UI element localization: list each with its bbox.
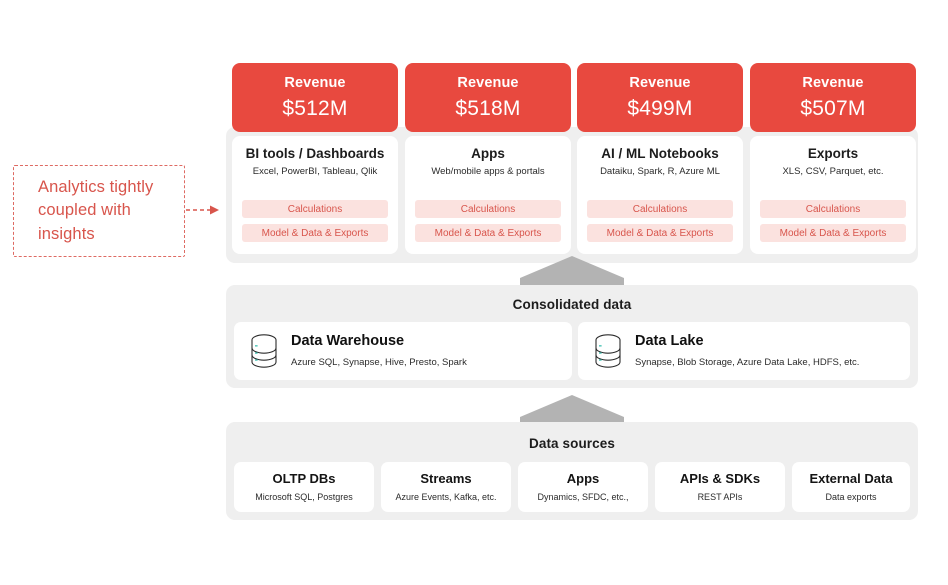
storage-card-data-lake[interactable]: Data Lake Synapse, Blob Storage, Azure D… [578,322,910,380]
consolidated-data-title: Consolidated data [512,297,632,312]
revenue-label: Revenue [629,75,691,92]
capability-pill-calculations[interactable]: Calculations [760,200,906,219]
annotation-callout: Analytics tightly coupled with insights [13,165,185,257]
revenue-label: Revenue [802,75,864,92]
source-card-subtitle: Dynamics, SFDC, etc., [537,491,629,502]
dashed-arrow-right-icon [186,205,219,215]
consumption-card-subtitle: Dataiku, Spark, R, Azure ML [600,166,720,178]
revenue-card[interactable]: Revenue $518M [405,63,571,132]
capability-pill-calculations[interactable]: Calculations [242,200,388,219]
source-card-subtitle: Data exports [825,491,877,502]
capability-pill-model-data-exports[interactable]: Model & Data & Exports [242,224,388,243]
revenue-label: Revenue [457,75,519,92]
source-card-title: External Data [809,471,893,487]
capability-pill-model-data-exports[interactable]: Model & Data & Exports [760,224,906,243]
storage-title: Data Warehouse [291,332,405,349]
consumption-card-subtitle: XLS, CSV, Parquet, etc. [782,166,884,178]
consumption-card-subtitle: Web/mobile apps & portals [431,166,545,178]
revenue-card[interactable]: Revenue $507M [750,63,916,132]
capability-pill-calculations[interactable]: Calculations [587,200,733,219]
consumption-card-subtitle: Excel, PowerBI, Tableau, Qlik [252,166,378,178]
flow-arrow-sources-to-storage [520,395,624,427]
consumption-card-title: BI tools / Dashboards [245,146,385,161]
consumption-card-title: Apps [471,146,505,161]
source-card-title: Apps [566,471,600,487]
revenue-value: $518M [455,96,521,120]
capability-pill-calculations[interactable]: Calculations [415,200,561,219]
database-cylinder-icon [251,334,277,368]
source-card-title: OLTP DBs [272,471,336,487]
revenue-label: Revenue [284,75,346,92]
consolidated-data-band: Consolidated data Data Warehouse Azure S… [226,285,918,388]
storage-title: Data Lake [635,332,704,349]
database-cylinder-icon [595,334,621,368]
storage-card-data-warehouse[interactable]: Data Warehouse Azure SQL, Synapse, Hive,… [234,322,572,380]
storage-subtitle: Synapse, Blob Storage, Azure Data Lake, … [635,357,860,369]
consumption-card-title: AI / ML Notebooks [601,146,719,161]
source-card-title: Streams [420,471,472,487]
flow-arrow-storage-to-consumption [520,256,624,288]
annotation-text: Analytics tightly coupled with insights [38,177,154,243]
revenue-value: $499M [627,96,693,120]
source-card-subtitle: Microsoft SQL, Postgres [255,491,353,502]
data-sources-title: Data sources [529,436,615,451]
revenue-value: $507M [800,96,866,120]
revenue-card[interactable]: Revenue $499M [577,63,743,132]
storage-subtitle: Azure SQL, Synapse, Hive, Presto, Spark [291,357,467,369]
capability-pill-model-data-exports[interactable]: Model & Data & Exports [415,224,561,243]
source-card-subtitle: REST APIs [697,491,743,502]
consumption-card-title: Exports [807,146,859,161]
capability-pill-model-data-exports[interactable]: Model & Data & Exports [587,224,733,243]
revenue-card[interactable]: Revenue $512M [232,63,398,132]
source-card-title: APIs & SDKs [679,471,761,487]
revenue-value: $512M [282,96,348,120]
source-card-subtitle: Azure Events, Kafka, etc. [395,491,497,502]
